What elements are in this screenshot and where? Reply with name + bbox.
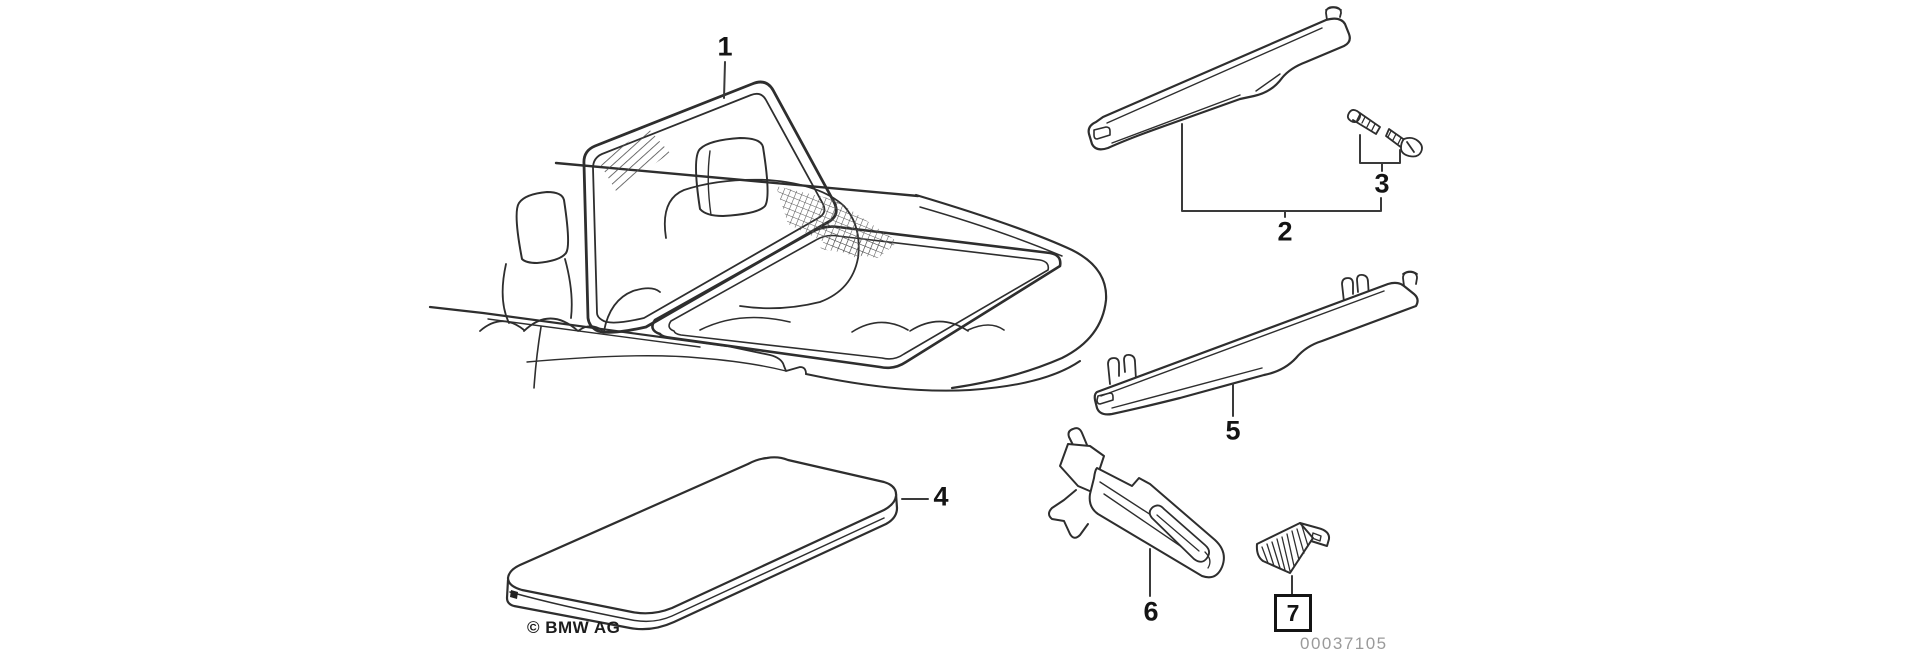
part-3-screws-drawing bbox=[1346, 108, 1423, 158]
screw-a bbox=[1346, 108, 1381, 135]
part2-body bbox=[1087, 17, 1351, 151]
center-seat-fold bbox=[603, 287, 661, 332]
leader-2-bracket bbox=[1181, 123, 1381, 218]
part5-left-clip bbox=[1107, 353, 1137, 385]
part5-bottom-inner-line bbox=[1111, 367, 1263, 409]
copyright-text: © BMW AG bbox=[527, 618, 621, 637]
deck-shadow-hatch bbox=[820, 232, 898, 258]
mesh-hatch-top-left bbox=[599, 128, 670, 191]
screw-b-threads bbox=[1387, 130, 1402, 145]
callout-7-boxed: 7 bbox=[1274, 594, 1312, 632]
car-rear-illustration bbox=[428, 80, 1108, 392]
callout-2: 2 bbox=[1277, 216, 1293, 247]
part5-right-clip bbox=[1341, 273, 1370, 303]
screw-a-threads bbox=[1356, 113, 1376, 131]
callout-6: 6 bbox=[1143, 596, 1159, 627]
right-headrest-inner bbox=[707, 150, 712, 216]
deck-opening-inner bbox=[668, 234, 1050, 360]
part2-top-inner-line bbox=[1106, 27, 1323, 124]
part6-anchor bbox=[1048, 489, 1089, 539]
part-2-panel-drawing bbox=[1087, 6, 1351, 151]
part-4-cover-drawing bbox=[505, 456, 899, 631]
part-7-clip-drawing bbox=[1255, 522, 1331, 574]
leader-1 bbox=[723, 61, 726, 99]
part-5-rail-drawing bbox=[1093, 270, 1419, 416]
bottom-body-curve bbox=[805, 360, 1081, 392]
cushion-bumps bbox=[851, 320, 1005, 333]
part2-end-hole bbox=[1093, 126, 1111, 140]
part5-end-hole bbox=[1096, 392, 1114, 405]
part7-tab bbox=[1299, 522, 1331, 547]
lower-crease bbox=[526, 355, 787, 372]
screw-b-head bbox=[1400, 136, 1423, 158]
callout-leader-lines bbox=[723, 61, 1401, 597]
part4-side-line bbox=[509, 517, 885, 623]
rear-fender bbox=[914, 193, 1108, 390]
part6-slot-inner bbox=[1156, 514, 1211, 569]
part2-pin bbox=[1325, 6, 1342, 21]
part2-bottom-inner-line bbox=[1111, 73, 1281, 144]
left-beltline bbox=[428, 305, 729, 348]
callout-3: 3 bbox=[1374, 168, 1390, 199]
part-6-lever-drawing bbox=[1048, 427, 1225, 579]
part7-tab-slot bbox=[1311, 532, 1322, 542]
left-beltline-inner bbox=[487, 318, 701, 348]
deck-opening-outer bbox=[651, 225, 1062, 370]
part4-notch bbox=[510, 590, 518, 599]
callout-4: 4 bbox=[933, 481, 949, 512]
part5-body bbox=[1093, 281, 1419, 416]
trunk-edge-inner bbox=[919, 206, 1063, 257]
callout-1: 1 bbox=[717, 31, 733, 62]
right-cushion bbox=[699, 316, 791, 331]
part6-stub-pin bbox=[1067, 427, 1088, 450]
right-headrest bbox=[695, 137, 769, 217]
door-shutline bbox=[533, 326, 542, 389]
part5-top-inner-line bbox=[1100, 290, 1385, 397]
left-cushions bbox=[479, 317, 603, 332]
left-seatback bbox=[501, 258, 573, 324]
sill-step bbox=[726, 345, 807, 375]
callout-5: 5 bbox=[1225, 415, 1241, 446]
part5-pin bbox=[1402, 270, 1418, 287]
leader-3-bracket bbox=[1359, 134, 1401, 212]
left-headrest bbox=[515, 191, 570, 264]
drawing-number: 00037105 bbox=[1300, 634, 1388, 653]
part7-stripes bbox=[1261, 525, 1309, 572]
part4-top-face bbox=[506, 456, 898, 615]
